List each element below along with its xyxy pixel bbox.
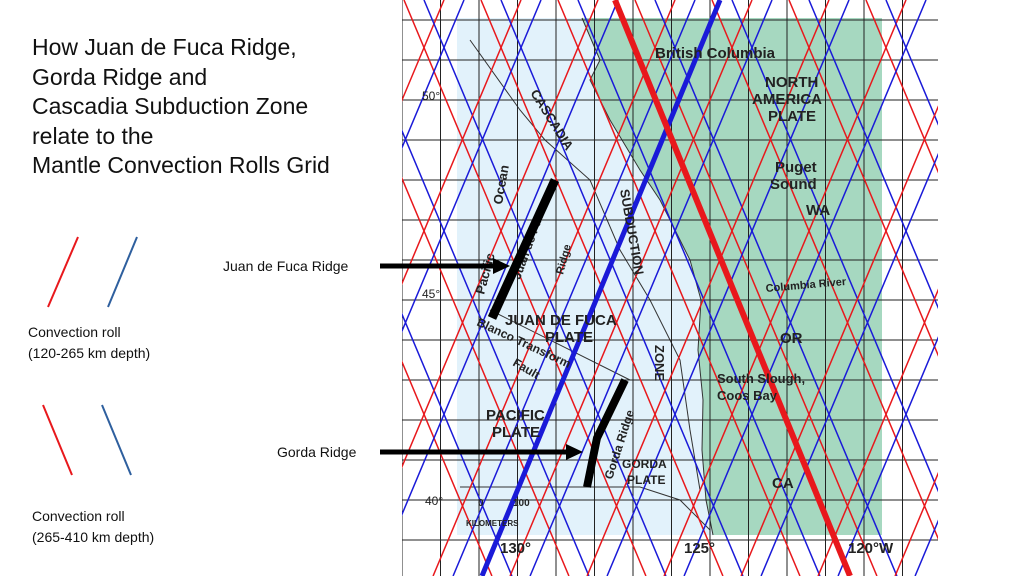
legend-blue-line-2 bbox=[101, 404, 132, 476]
legend-blue-line-1 bbox=[107, 236, 138, 308]
label-zone: ZONE bbox=[652, 345, 667, 381]
convection-roll-red bbox=[509, 0, 753, 576]
legend-red-line-1 bbox=[47, 236, 79, 308]
convection-roll-blue bbox=[402, 0, 542, 333]
convection-roll-red bbox=[865, 0, 938, 174]
convection-roll-red bbox=[402, 176, 570, 576]
gorda-annotation: Gorda Ridge bbox=[277, 444, 357, 460]
convection-roll-blue bbox=[423, 0, 667, 576]
convection-roll-red bbox=[402, 0, 599, 469]
jdf-annotation: Juan de Fuca Ridge bbox=[223, 258, 349, 274]
convection-roll-blue bbox=[760, 152, 938, 576]
label-jdf-plate: JUAN DE FUCA bbox=[505, 312, 617, 329]
legend-depth: (265-410 km depth) bbox=[32, 529, 155, 545]
thick-blue-roll bbox=[479, 0, 723, 576]
coastline bbox=[581, 17, 714, 536]
mendocino-line bbox=[460, 486, 711, 531]
label-or: OR bbox=[780, 330, 803, 347]
convection-roll-blue bbox=[577, 0, 821, 576]
blanco-fault-line bbox=[489, 309, 631, 381]
legend-red-line-2 bbox=[42, 404, 73, 476]
convection-roll-blue bbox=[145, 0, 387, 576]
lat-50: 50° bbox=[422, 89, 440, 103]
convection-roll-blue bbox=[402, 0, 619, 517]
convection-roll-red bbox=[1020, 0, 1024, 576]
convection-roll-blue bbox=[885, 0, 938, 126]
label-ocean: Ocean bbox=[490, 164, 512, 206]
convection-roll-red bbox=[788, 0, 938, 357]
convection-roll-red bbox=[557, 0, 801, 576]
lon-125: 125° bbox=[684, 540, 715, 557]
convection-roll-red bbox=[634, 0, 878, 576]
convection-roll-blue bbox=[402, 0, 465, 150]
convection-roll-blue bbox=[606, 0, 850, 576]
label-puget: Sound bbox=[770, 176, 817, 193]
convection-roll-blue bbox=[654, 0, 898, 576]
convection-roll-blue bbox=[402, 129, 590, 576]
label-na-plate: NORTH bbox=[765, 74, 818, 91]
scale-0: 0 bbox=[478, 498, 484, 509]
label-na-plate: PLATE bbox=[768, 108, 816, 125]
label-pacific-plate: PACIFIC bbox=[486, 407, 545, 424]
lat-45: 45° bbox=[422, 287, 440, 301]
convection-roll-blue bbox=[731, 0, 938, 493]
label-british-columbia: British Columbia bbox=[655, 45, 776, 62]
slide-title: How Juan de Fuca Ridge, Gorda Ridge and … bbox=[32, 33, 330, 181]
convection-roll-blue bbox=[402, 312, 513, 576]
scale-km: KILOMETERS bbox=[466, 519, 519, 528]
title-line: Cascadia Subduction Zone bbox=[32, 93, 309, 119]
label-gorda-plate: GORDA bbox=[622, 457, 667, 471]
gorda-ridge-marker bbox=[583, 378, 629, 488]
convection-roll-red bbox=[432, 0, 676, 576]
convection-roll-red bbox=[817, 288, 938, 576]
lon-130: 130° bbox=[500, 540, 531, 557]
convection-roll-blue bbox=[683, 0, 927, 576]
label-coos-bay: South Slough, bbox=[717, 371, 805, 386]
convection-roll-red bbox=[48, 0, 290, 576]
convection-roll-red bbox=[402, 0, 445, 102]
convection-roll-red bbox=[586, 0, 830, 576]
legend-item-deep: Convection roll (265-410 km depth) bbox=[32, 506, 154, 548]
convection-roll-red bbox=[402, 0, 522, 286]
label-puget: Puget bbox=[775, 159, 817, 176]
jdf-arrowhead bbox=[493, 258, 510, 274]
label-pacific-plate: PLATE bbox=[492, 424, 540, 441]
label-na-plate: AMERICA bbox=[752, 91, 822, 108]
convection-roll-blue bbox=[837, 336, 938, 576]
convection-roll-blue bbox=[963, 0, 1024, 576]
legend-depth: (120-265 km depth) bbox=[28, 345, 151, 361]
legend-label: Convection roll bbox=[32, 508, 125, 524]
title-line: Gorda Ridge and bbox=[32, 63, 208, 90]
label-jdf-plate: PLATE bbox=[545, 329, 593, 346]
label-gorda-plate: PLATE bbox=[627, 473, 665, 487]
convection-roll-blue bbox=[68, 0, 310, 576]
label-coos-bay: Coos Bay bbox=[717, 388, 778, 403]
jdf-ridge-marker bbox=[487, 178, 560, 320]
convection-roll-red bbox=[943, 0, 1024, 576]
scale-100: 100 bbox=[513, 498, 530, 509]
convection-roll-red bbox=[894, 471, 938, 576]
convection-roll-red bbox=[125, 0, 367, 576]
subduction-line bbox=[469, 39, 701, 491]
gorda-arrowhead bbox=[566, 444, 583, 460]
title-line: How Juan de Fuca Ridge, bbox=[32, 34, 297, 60]
title-line: Mantle Convection Rolls Grid bbox=[32, 152, 330, 178]
convection-roll-red bbox=[403, 0, 647, 576]
legend-item-shallow: Convection roll (120-265 km depth) bbox=[28, 322, 150, 364]
lat-40: 40° bbox=[425, 494, 443, 508]
convection-roll-blue bbox=[500, 0, 744, 576]
convection-roll-red bbox=[402, 359, 493, 576]
legend-label: Convection roll bbox=[28, 324, 121, 340]
label-wa: WA bbox=[806, 202, 830, 219]
title-line: relate to the bbox=[32, 122, 154, 149]
convection-roll-blue bbox=[808, 0, 938, 310]
thick-red-roll bbox=[612, 0, 853, 576]
label-ca: CA bbox=[772, 475, 794, 492]
convection-roll-red bbox=[663, 0, 907, 576]
convection-roll-red bbox=[740, 105, 938, 576]
convection-roll-red bbox=[711, 0, 938, 541]
lon-120: 120°W bbox=[848, 540, 894, 557]
convection-roll-blue bbox=[529, 0, 773, 576]
